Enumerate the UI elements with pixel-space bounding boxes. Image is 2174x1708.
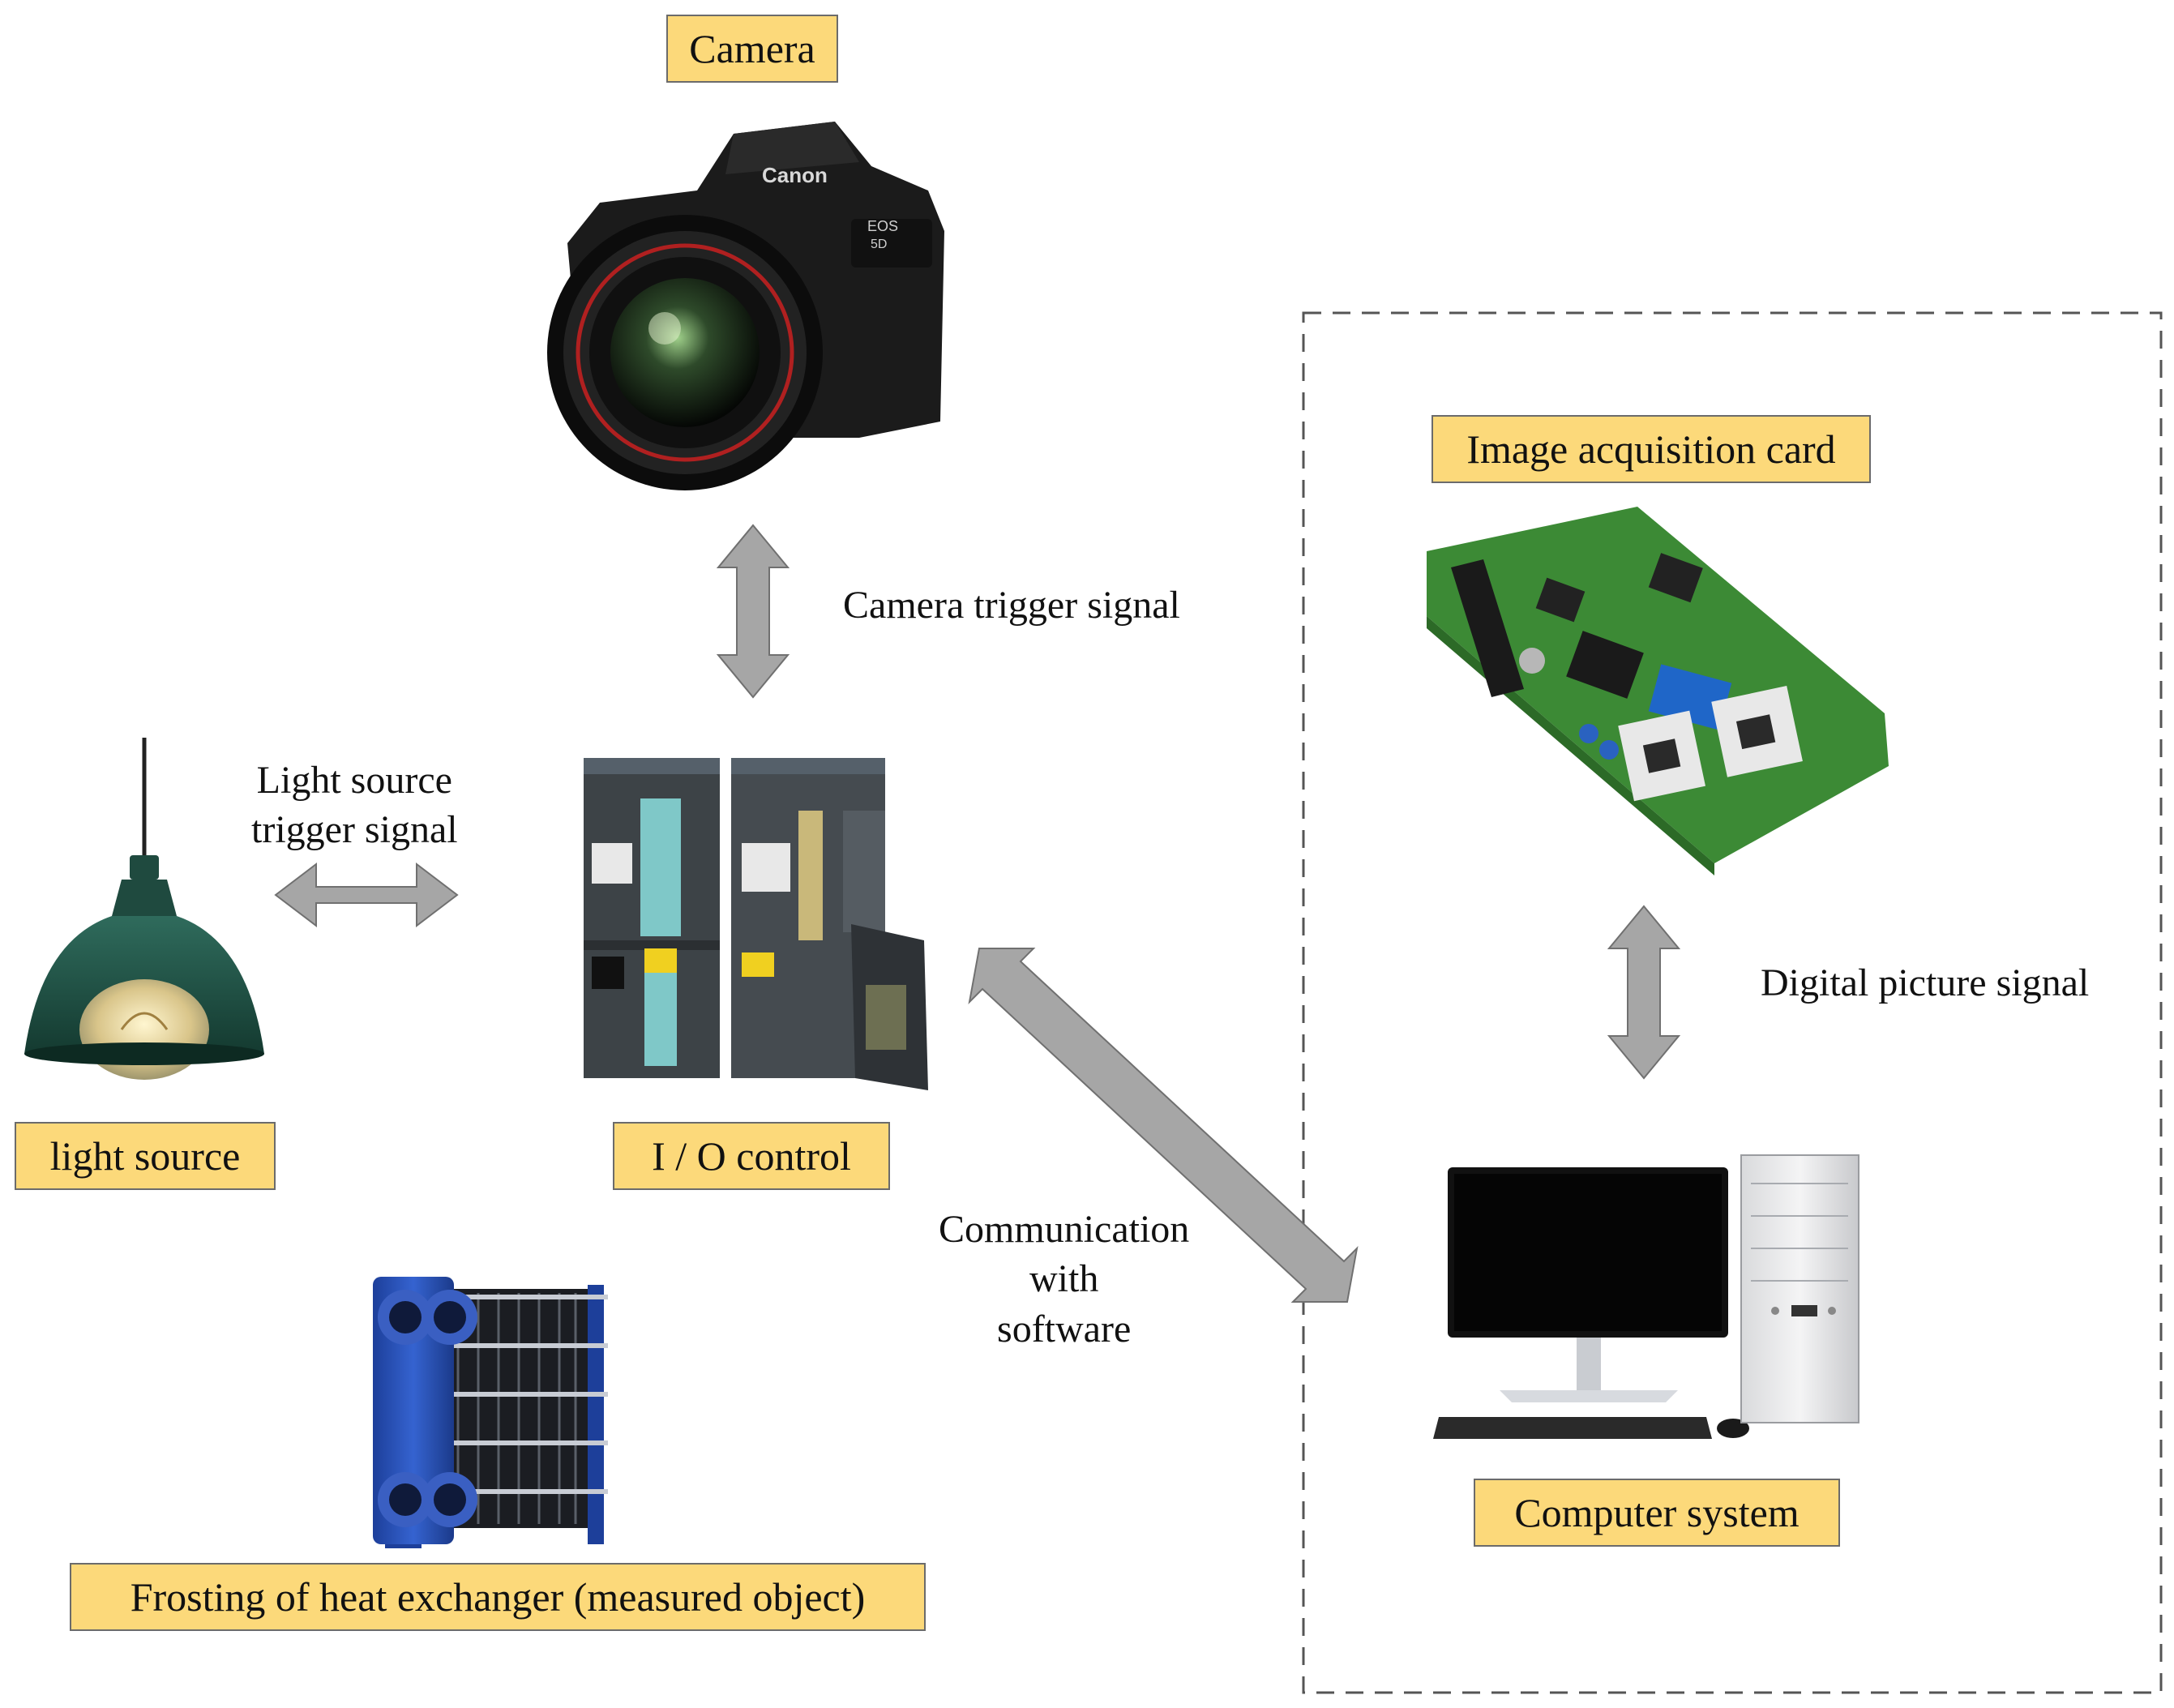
heat-exchanger-label: Frosting of heat exchanger (measured obj… [70,1563,926,1631]
light-trigger-arrow [274,862,459,928]
computer-system-boundary [1302,311,2163,1694]
digital-picture-arrow [1607,905,1681,1080]
io-control-label: I / O control [613,1122,890,1190]
circuit-board-icon [1427,507,1889,875]
communication-arrow [968,948,1359,1303]
camera-trigger-caption: Camera trigger signal [843,584,1180,627]
computer-icon [1433,1154,1859,1439]
light-source-label: light source [15,1122,276,1190]
light-trigger-caption: Light source trigger signal [251,756,458,855]
communication-caption: Communication with software [939,1205,1189,1354]
svg-text:Canon: Canon [762,163,828,187]
image-acquisition-card-label: Image acquisition card [1432,415,1871,483]
communication-caption-line-1: Communication [939,1208,1190,1251]
camera-label: Camera [666,15,838,83]
svg-text:EOS: EOS [867,218,898,234]
camera-icon: Canon EOS 5D [547,122,944,490]
camera-trigger-arrow [716,524,790,699]
communication-caption-line-2: with [1029,1257,1099,1301]
communication-caption-line-3: software [997,1307,1132,1351]
light-trigger-caption-line-1: Light source [256,759,452,802]
svg-text:5D: 5D [871,238,887,251]
light-bulb-icon [24,738,264,1080]
heat-exchanger-icon [373,1277,608,1548]
digital-picture-caption: Digital picture signal [1761,961,2090,1004]
light-trigger-caption-line-2: trigger signal [251,808,458,852]
io-controller-icon [584,758,928,1090]
computer-system-label: Computer system [1474,1479,1840,1547]
